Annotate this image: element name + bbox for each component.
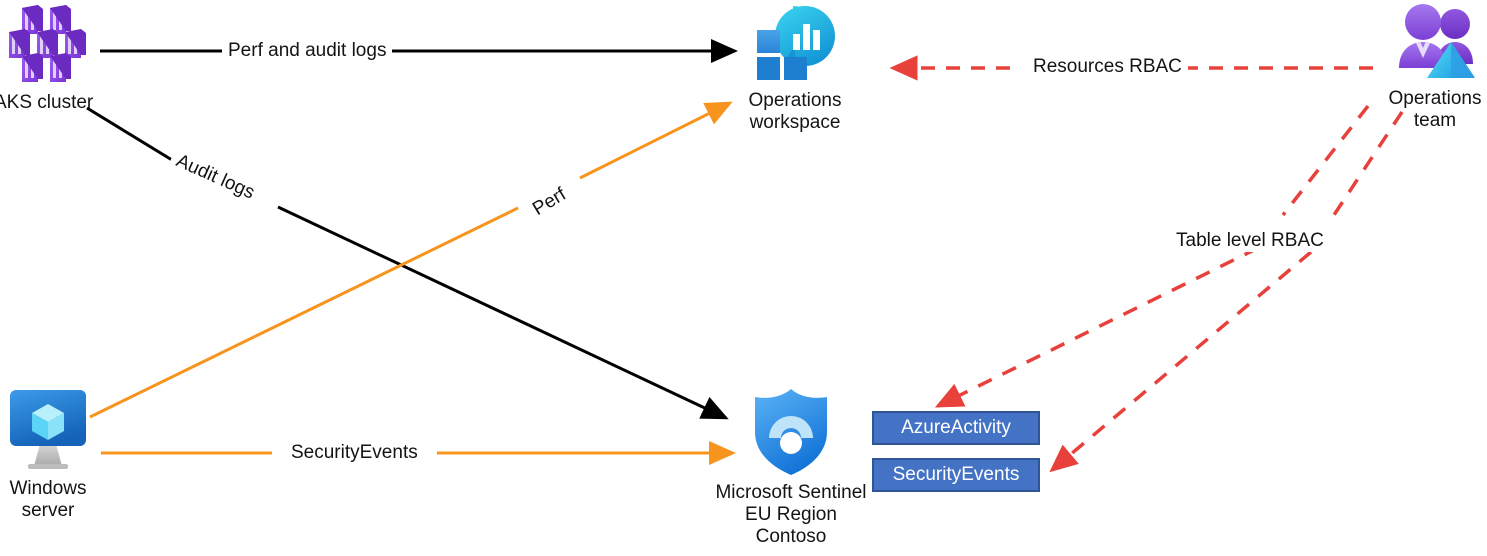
microsoft-sentinel-shield-icon (748, 386, 834, 483)
operations-team-icon (1389, 0, 1485, 91)
edge-label-securityevents: SecurityEvents (285, 442, 424, 464)
edge-table-rbac-securityevents (1049, 111, 1404, 473)
node-label-operations-team: Operations team (1388, 88, 1482, 131)
edge-audit-logs (86, 106, 729, 420)
edge-label-perf-and-audit-logs: Perf and audit logs (222, 40, 393, 62)
node-label-operations-workspace: Operations workspace (748, 90, 842, 133)
log-analytics-workspace-icon (749, 2, 839, 91)
windows-server-icon (6, 386, 90, 479)
edge-label-resources-rbac: Resources RBAC (1027, 56, 1188, 78)
aks-cluster-icon (8, 4, 104, 93)
edge-table-rbac-azureactivity (934, 104, 1370, 408)
node-label-windows-server: Windows server (9, 478, 87, 521)
edge-perf (89, 101, 733, 419)
node-label-microsoft-sentinel: Microsoft Sentinel EU Region Contoso (715, 482, 867, 547)
table-badge-azureactivity[interactable]: AzureActivity (872, 411, 1040, 445)
node-label-aks-cluster: AKS cluster (0, 92, 94, 113)
table-badge-securityevents[interactable]: SecurityEvents (872, 458, 1040, 492)
edge-label-table-level-rbac: Table level RBAC (1170, 230, 1330, 252)
